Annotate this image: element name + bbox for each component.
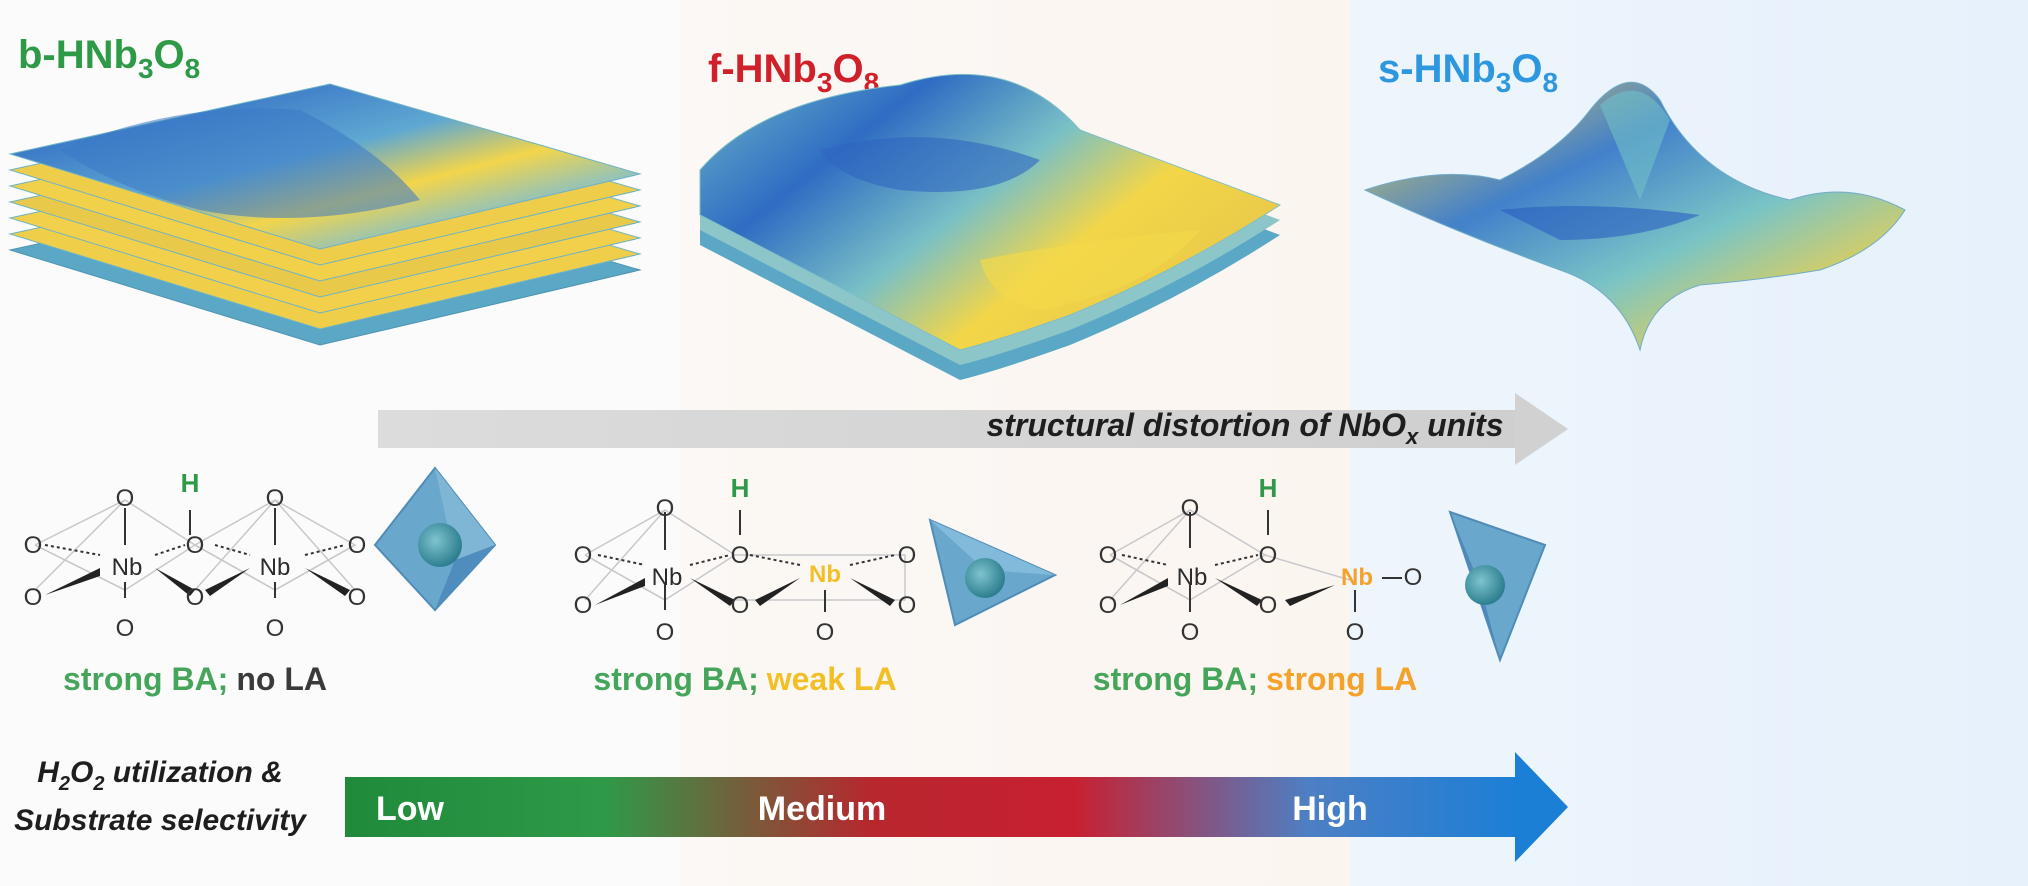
atom-o: O [656,495,675,522]
atom-o: O [1259,592,1278,619]
atom-o: O [1099,542,1118,569]
atom-o: O [116,485,135,512]
atom-o: O [898,542,917,569]
atom-o: O [1346,619,1365,646]
atom-o: O [1099,592,1118,619]
atom-o: O [574,592,593,619]
panel-s-acidity: strong BA;strong LA [1093,661,1417,697]
level-gradient-arrow [345,752,1568,862]
atom-o: O [574,542,593,569]
level-low: Low [376,790,445,828]
atom-o: O [898,592,917,619]
single-wavy-sheet [1363,81,1906,352]
atom-nb-lewis: Nb [1341,564,1373,591]
metric-label-line2: Substrate selectivity [14,804,307,837]
atom-nb: Nb [652,564,683,591]
atom-h: H [1259,473,1278,503]
distortion-arrow: structural distortion of NbOx units [378,393,1568,465]
level-medium: Medium [758,790,886,828]
panel-f-acidity: strong BA;weak LA [593,661,896,697]
atom-nb: Nb [112,554,143,581]
octahedron-icon [373,466,497,612]
atom-o: O [348,532,367,559]
panel-b-structure: O O H O O O Nb Nb O O O O O [24,468,367,642]
panel-s-structure: O H O O Nb Nb O O O O O [1099,473,1423,646]
atom-nb: Nb [260,554,291,581]
atom-o: O [1404,564,1423,591]
panel-f-title: f-HNb3O8 [708,47,879,98]
atom-o: O [24,584,43,611]
panel-f-structure: O H O O O Nb Nb O O O O O [574,473,917,646]
atom-o: O [1181,619,1200,646]
panel-b-acidity: strong BA;no LA [63,661,327,697]
panel-b-title: b-HNb3O8 [18,33,200,84]
atom-nb-lewis: Nb [809,561,841,588]
square-pyramid-icon [928,518,1058,627]
atom-o: O [186,584,205,611]
panel-s-title: s-HNb3O8 [1378,47,1558,98]
atom-o: O [1259,542,1278,569]
bulk-stacked-sheets [8,83,642,346]
atom-h: H [731,473,750,503]
tetrahedron-icon [1448,510,1547,663]
atom-o: O [116,615,135,642]
atom-h: H [181,468,200,498]
atom-o: O [266,615,285,642]
atom-o: O [731,592,750,619]
atom-o: O [1181,495,1200,522]
atom-o: O [266,485,285,512]
atom-o: O [816,619,835,646]
distortion-label: structural distortion of NbOx units [986,407,1503,449]
atom-nb: Nb [1177,564,1208,591]
atom-o: O [656,619,675,646]
atom-o: O [731,542,750,569]
few-layer-wavy-sheets [699,73,1282,380]
metric-label-line1: H2O2 utilization & [37,756,283,795]
level-high: High [1292,790,1368,828]
atom-o: O [348,584,367,611]
atom-o: O [24,532,43,559]
atom-o: O [186,532,205,559]
